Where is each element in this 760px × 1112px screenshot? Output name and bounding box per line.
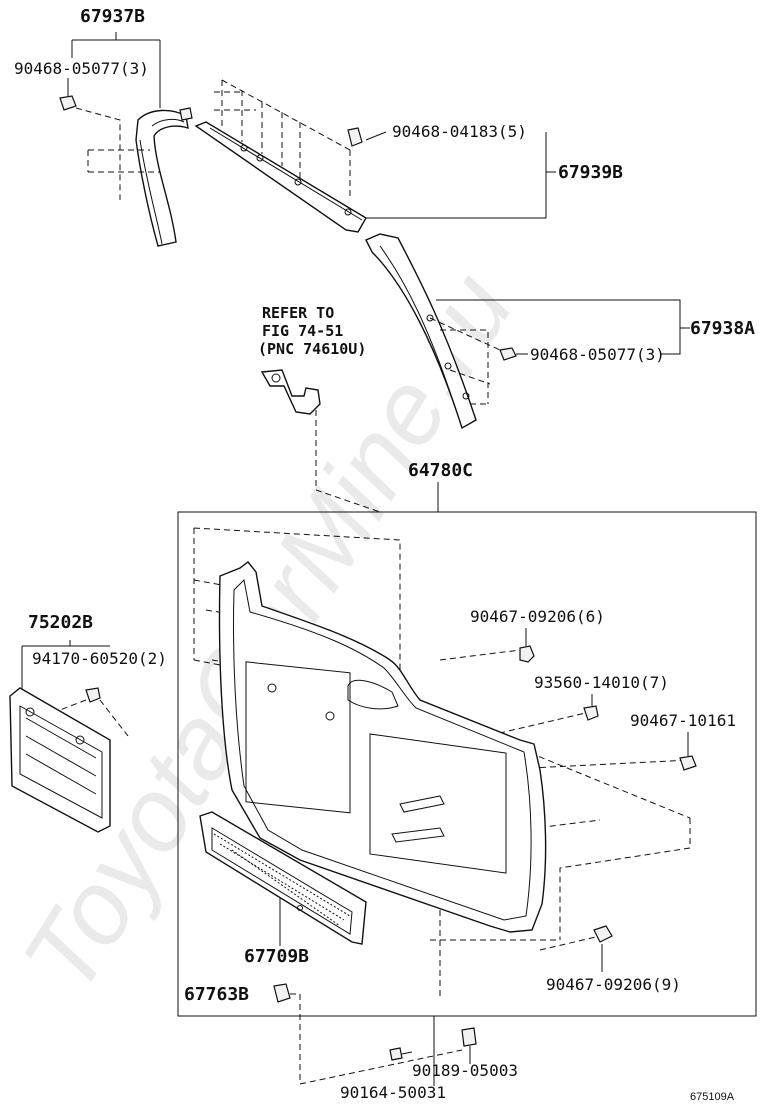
figure-code: 675109A bbox=[690, 1091, 735, 1103]
clip-icon[interactable] bbox=[179, 107, 193, 121]
label-94170-60520-2[interactable]: 94170-60520(2) bbox=[32, 649, 167, 668]
clip-icon[interactable] bbox=[583, 705, 599, 721]
clip-icon[interactable] bbox=[85, 687, 101, 703]
label-67939b[interactable]: 67939B bbox=[558, 162, 623, 183]
clip-icon[interactable] bbox=[593, 925, 613, 943]
clip-icon[interactable] bbox=[347, 127, 363, 147]
label-90468-05077-3-right[interactable]: 90468-05077(3) bbox=[530, 345, 665, 364]
label-90189-05003[interactable]: 90189-05003 bbox=[412, 1061, 518, 1080]
assist-grip-handle[interactable] bbox=[260, 369, 321, 415]
back-door-trim-board[interactable] bbox=[218, 561, 547, 933]
pocket-panel-67709b[interactable] bbox=[199, 811, 367, 945]
label-90467-10161[interactable]: 90467-10161 bbox=[630, 711, 736, 730]
label-75202b[interactable]: 75202B bbox=[28, 612, 93, 633]
clip-icon[interactable] bbox=[59, 95, 77, 111]
label-90467-09206-9[interactable]: 90467-09206(9) bbox=[546, 975, 681, 994]
assembly-frame-64780c bbox=[177, 511, 757, 1017]
label-93560-14010-7[interactable]: 93560-14010(7) bbox=[534, 673, 669, 692]
clip-icon[interactable] bbox=[461, 1027, 477, 1047]
label-90468-05077-3-top[interactable]: 90468-05077(3) bbox=[14, 59, 149, 78]
label-90164-50031[interactable]: 90164-50031 bbox=[340, 1083, 446, 1102]
screw-icon[interactable] bbox=[389, 1047, 413, 1061]
label-67709b[interactable]: 67709B bbox=[244, 946, 309, 967]
label-90468-04183-5[interactable]: 90468-04183(5) bbox=[392, 122, 527, 141]
hook-67763b[interactable] bbox=[273, 983, 291, 1003]
pillar-trim-67937b[interactable] bbox=[135, 109, 189, 247]
clip-icon[interactable] bbox=[519, 645, 535, 663]
roof-rail-trim-67939b[interactable] bbox=[194, 121, 367, 233]
label-64780c[interactable]: 64780C bbox=[408, 460, 473, 481]
refer-note-line-2: FIG 74-51 bbox=[262, 322, 343, 340]
cover-panel-75202b[interactable] bbox=[9, 687, 111, 833]
refer-note-line-3: (PNC 74610U) bbox=[258, 340, 366, 358]
clip-icon[interactable] bbox=[499, 347, 517, 361]
label-67937b[interactable]: 67937B bbox=[80, 6, 145, 27]
refer-note-line-1: REFER TO bbox=[262, 304, 334, 322]
label-67763b[interactable]: 67763B bbox=[184, 984, 249, 1005]
clip-icon[interactable] bbox=[679, 755, 697, 771]
label-67938a[interactable]: 67938A bbox=[690, 318, 755, 339]
label-90467-09206-6[interactable]: 90467-09206(6) bbox=[470, 607, 605, 626]
pillar-trim-67938a[interactable] bbox=[365, 233, 477, 430]
